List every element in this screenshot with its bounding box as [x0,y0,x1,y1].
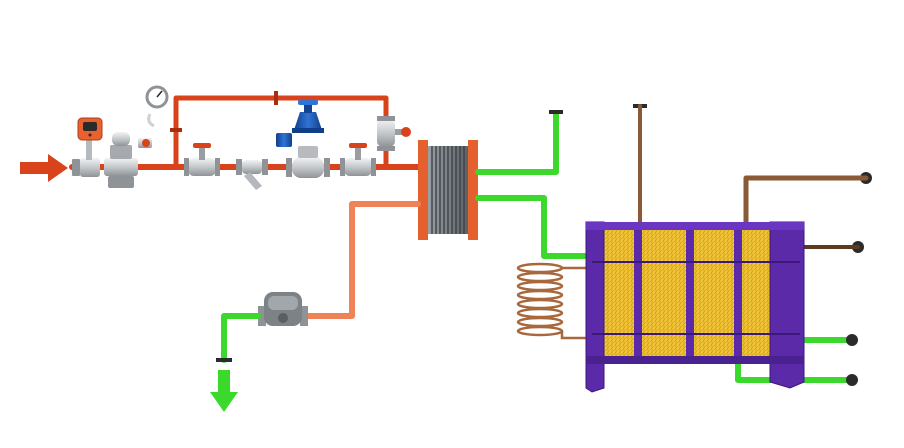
pressure-reducing-valve-icon [104,132,152,188]
gate-valve-icon [377,116,411,151]
flow-meter-icon [72,117,103,177]
drain-flange [216,358,232,362]
control-valve-icon [276,100,330,178]
pressure-gauge-icon [145,85,169,128]
outlet-arrow-icon [210,370,238,412]
strainer-icon [236,159,268,190]
plate-heat-exchanger-icon [585,221,805,393]
gate-valve-icon [340,143,376,176]
steam-trap-icon [258,292,308,326]
drain-line [221,313,261,363]
bypass-flanges [170,91,278,132]
gate-valve-icon [184,143,220,176]
pipe-end-caps [549,104,872,386]
inlet-arrow-icon [20,154,68,182]
finned-heat-exchanger [418,140,478,240]
condensate-line [305,201,421,319]
